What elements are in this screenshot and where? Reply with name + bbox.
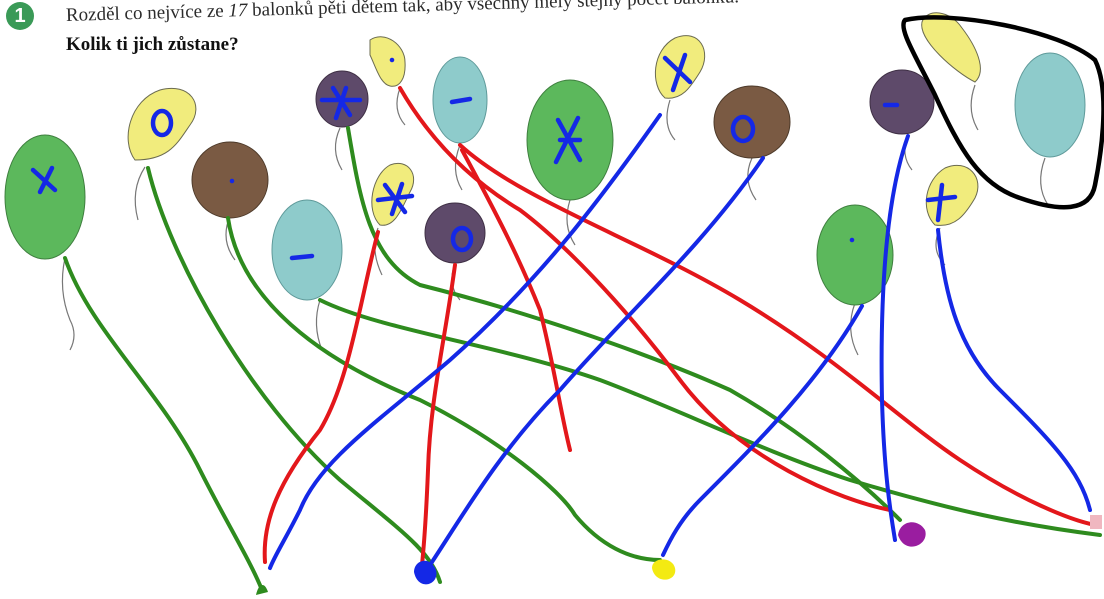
balloon-green [4, 134, 86, 260]
star-sign [553, 115, 583, 165]
x-sign [662, 52, 693, 93]
balloon-yellow [369, 36, 406, 87]
balloon-teal [271, 199, 343, 301]
child-green [256, 584, 268, 595]
child-yellow [652, 559, 676, 580]
circle-sign [730, 114, 756, 144]
balloon-yellow [921, 12, 981, 83]
children-dots [256, 515, 1102, 595]
balloon-teal [1014, 52, 1086, 158]
x-sign [925, 182, 958, 223]
balloon-yellow [127, 87, 197, 161]
balloon-green [816, 204, 894, 306]
x-sign [30, 165, 58, 195]
child-blue [414, 560, 437, 585]
task-header: 1 Rozděl co nejvíce ze 17 balonků pěti d… [0, 0, 1104, 60]
task-question: Kolik ti jich zůstane? [66, 34, 239, 55]
child-pink [1090, 515, 1102, 529]
dot-sign [229, 178, 235, 184]
child-purple [898, 522, 926, 547]
star-sign [319, 85, 363, 121]
dot-sign [389, 57, 395, 63]
leftover-circle [901, 15, 1104, 210]
balloons [4, 12, 1086, 306]
minus-sign [289, 253, 315, 261]
task-number-badge: 1 [6, 2, 34, 30]
dot-sign [849, 237, 855, 243]
circle-sign [150, 108, 174, 138]
assignment-lines [63, 86, 1102, 592]
balloon-marks [30, 52, 958, 261]
circle-sign [450, 225, 474, 253]
x-sign [375, 181, 415, 217]
minus-sign [449, 96, 473, 105]
balloon-purple [869, 69, 935, 135]
